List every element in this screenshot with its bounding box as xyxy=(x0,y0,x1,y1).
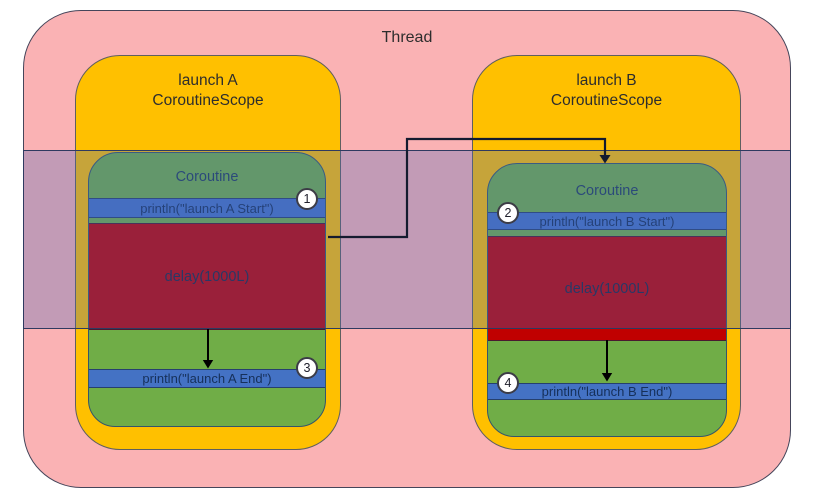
println-start-bar-a: println("launch A Start") xyxy=(89,198,325,218)
scope-a-title-line1: launch A xyxy=(178,72,238,89)
delay-text-b: delay(1000L) xyxy=(564,280,650,297)
scope-a-title-line2: CoroutineScope xyxy=(152,92,264,109)
scope-a-title: launch A CoroutineScope xyxy=(76,71,340,111)
println-end-text-b: println("launch B End") xyxy=(541,384,673,399)
coroutine-box-a: Coroutine println("launch A Start") dela… xyxy=(88,152,326,427)
println-end-bar-a: println("launch A End") xyxy=(89,369,325,388)
delay-text-a: delay(1000L) xyxy=(164,268,250,285)
println-start-bar-b: println("launch B Start") xyxy=(488,212,726,230)
println-end-text-a: println("launch A End") xyxy=(142,371,272,386)
delay-block-a: delay(1000L) xyxy=(89,223,325,330)
scope-b-title: launch B CoroutineScope xyxy=(473,71,740,111)
step-circle-1: 1 xyxy=(296,188,318,210)
coroutine-a-label: Coroutine xyxy=(175,169,239,185)
println-end-bar-b: println("launch B End") xyxy=(488,383,726,400)
scope-b-title-line2: CoroutineScope xyxy=(550,92,663,109)
thread-label: Thread xyxy=(381,29,433,46)
coroutine-b-label: Coroutine xyxy=(575,183,639,199)
step-circle-3: 3 xyxy=(296,357,318,379)
println-start-text-b: println("launch B Start") xyxy=(539,213,675,229)
step-circle-4: 4 xyxy=(497,372,519,394)
delay-block-b: delay(1000L) xyxy=(488,236,726,341)
scope-b-title-line1: launch B xyxy=(576,72,637,89)
step-circle-2: 2 xyxy=(497,202,519,224)
println-start-text-a: println("launch A Start") xyxy=(140,200,274,216)
coroutine-box-b: Coroutine println("launch B Start") dela… xyxy=(487,163,727,437)
